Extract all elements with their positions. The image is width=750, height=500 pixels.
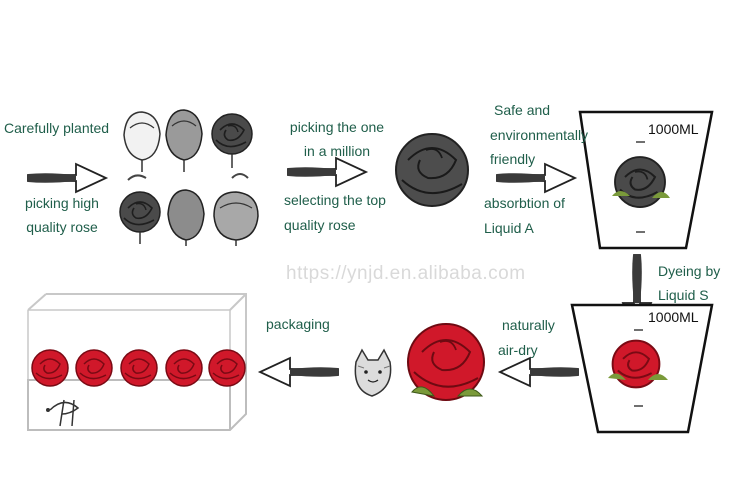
watermark: https://ynjd.en.alibaba.com [286,263,526,284]
label-dyeing-2: Liquid S [658,287,709,303]
label-dyeing-1: Dyeing by [658,263,721,279]
rose-bud-gray [165,109,203,172]
rose-bud-white [123,111,161,172]
label-one-in-million-2: in a million [303,143,371,159]
rose-dried-red [407,323,485,401]
beaker-2-volume: 1000ML [648,309,699,325]
label-absorb-1: absorbtion of [484,195,565,211]
rose-bud-gray-2 [167,189,205,246]
box-rose-1 [31,349,69,387]
label-selecting-top-1: selecting the top [284,192,386,208]
label-safe-1: Safe and [494,102,551,118]
rose-open-dark-1 [211,113,253,168]
box-rose-4 [165,349,203,387]
arrow-step-5 [499,357,579,387]
rose-in-beaker-red [608,339,668,389]
arrow-step-2 [287,157,367,187]
fallen-petal-1 [127,174,147,181]
fallen-petal-2 [231,173,249,179]
arrow-step-3 [496,163,576,193]
label-safe-2: environmentally [490,127,589,143]
cat-mascot-icon [354,348,392,397]
label-picking-high-1: picking high [25,195,99,211]
label-selecting-top-2: quality rose [284,217,356,233]
rose-half-open-gray [213,191,259,246]
box-rose-3 [120,349,158,387]
label-absorb-2: Liquid A [484,220,534,236]
rose-selected-dark [395,133,469,207]
box-rose-5 [208,349,246,387]
label-one-in-million-1: picking the one [289,119,385,135]
label-carefully-planted: Carefully planted [4,120,110,136]
label-packaging: packaging [266,316,330,332]
beaker-1-volume: 1000ML [648,121,699,137]
rose-open-dark-2 [119,191,161,244]
label-airdry-1: naturally [502,317,555,333]
arrow-step-6 [259,357,339,387]
label-picking-high-2: quality rose [26,219,98,235]
arrow-step-1 [27,163,107,193]
box-rose-2 [75,349,113,387]
label-safe-3: friendly [490,151,536,167]
rose-in-beaker-dark [612,156,670,208]
brand-logo [46,399,80,427]
label-airdry-2: air-dry [498,342,538,358]
